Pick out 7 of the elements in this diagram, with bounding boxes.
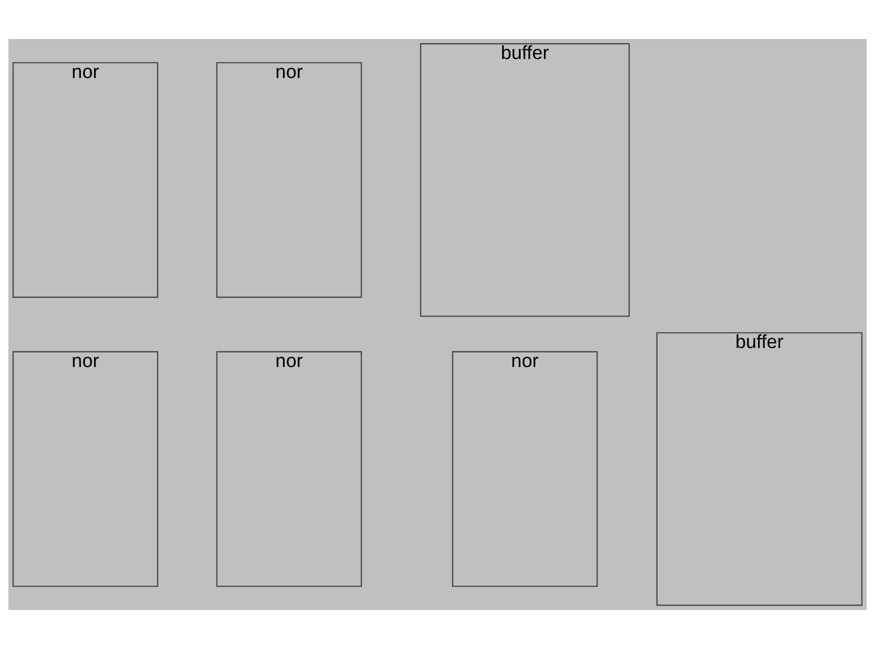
node-box: nor [12,62,158,298]
node-box: nor [12,351,158,587]
node-box: nor [452,351,598,587]
node-box: buffer [420,43,630,317]
node-box: buffer [656,332,862,606]
node-box: nor [216,351,362,587]
node-box: nor [216,62,362,298]
